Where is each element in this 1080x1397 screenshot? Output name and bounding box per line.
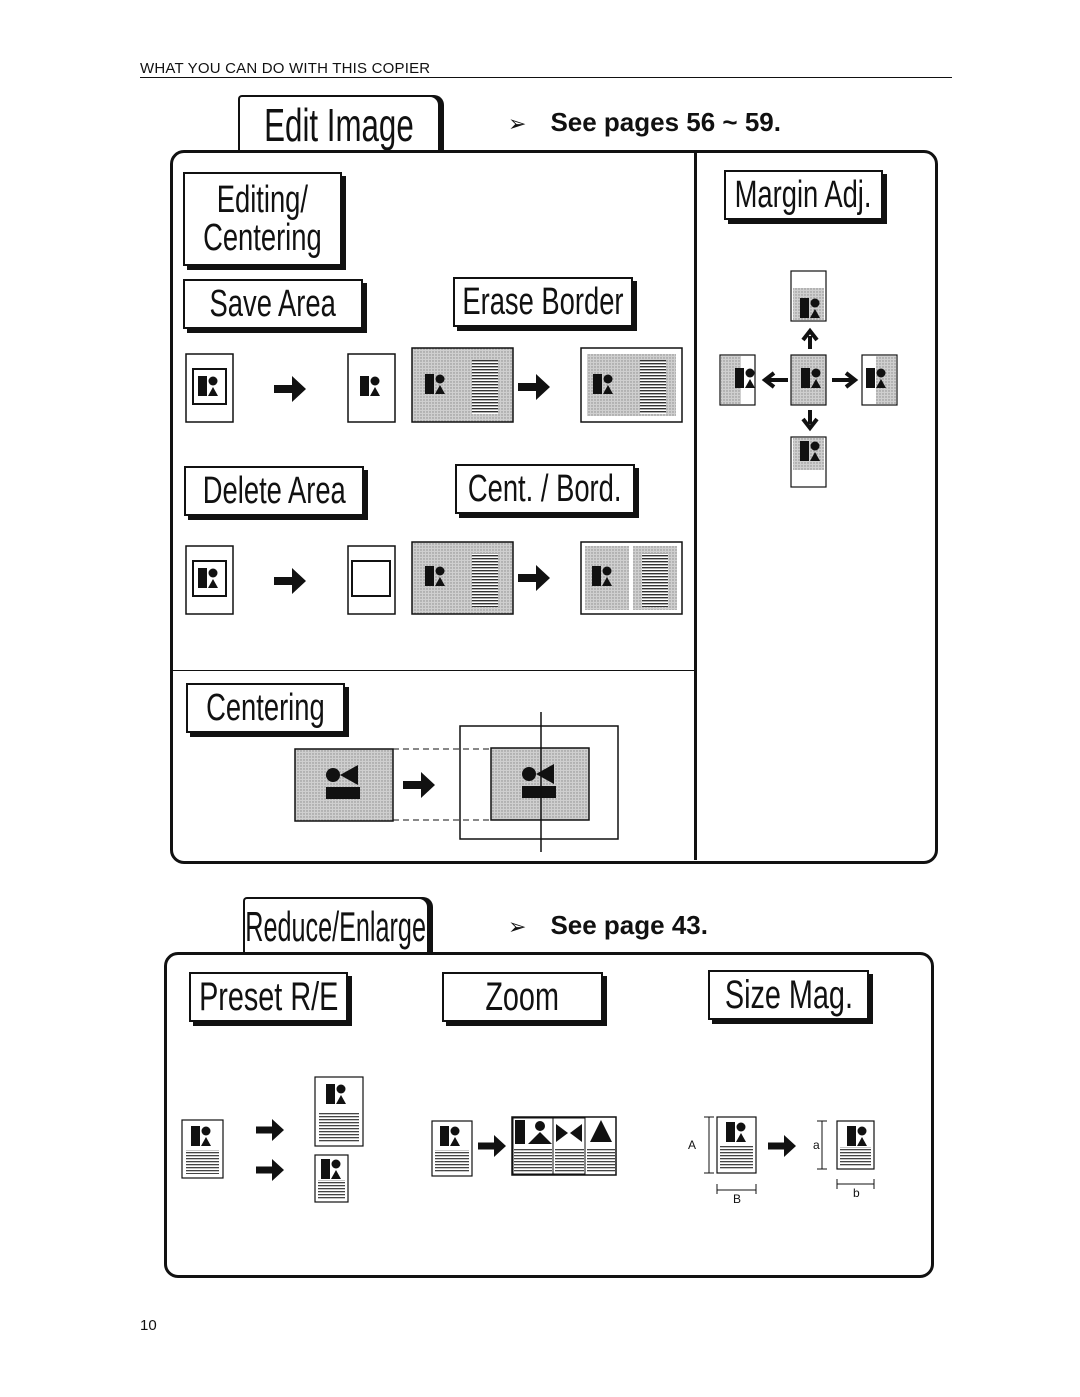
dimension-label-b: b [853, 1186, 860, 1200]
cent-bord-label: Cent. / Bord. [468, 468, 622, 510]
size-mag-label: Size Mag. [724, 973, 853, 1017]
section-header: WHAT YOU CAN DO WITH THIS COPIER [140, 60, 431, 77]
reduce-enlarge-tab-label: Reduce/Enlarge [245, 903, 427, 950]
erase-border-label: Erase Border [462, 281, 624, 323]
reduce-enlarge-tab: Reduce/Enlarge [243, 897, 429, 955]
dimension-label-a: a [813, 1138, 820, 1152]
editing-key-line1: Editing/ [216, 179, 309, 221]
right-arrow-icon [768, 1135, 796, 1157]
preset-re-example [181, 1076, 364, 1203]
erase-border-example [411, 347, 683, 423]
erase-border-key[interactable]: Erase Border [453, 277, 633, 327]
right-arrow-icon [256, 1159, 284, 1181]
zoom-key[interactable]: Zoom [442, 972, 603, 1022]
dimension-label-A: A [688, 1138, 697, 1152]
panel-divider-horizontal [173, 670, 694, 671]
margin-adj-example [719, 270, 898, 488]
left-arrow-icon [761, 371, 788, 389]
delete-area-label: Delete Area [202, 470, 346, 512]
edit-image-tab-label: Edit Image [264, 99, 414, 151]
zoom-label: Zoom [485, 975, 560, 1019]
right-arrow-icon [832, 371, 859, 389]
centering-example [294, 712, 619, 852]
centering-label: Centering [206, 687, 325, 729]
panel-divider-vertical [694, 152, 697, 860]
document-icon [347, 353, 396, 423]
up-arrow-icon [801, 327, 819, 349]
save-area-label: Save Area [209, 283, 337, 325]
header-rule [140, 77, 952, 78]
preset-re-label: Preset R/E [198, 975, 339, 1019]
save-area-example [185, 353, 396, 423]
right-arrow-icon [256, 1119, 284, 1141]
edit-image-see-pages: ➢ See pages 56 ~ 59. [508, 107, 781, 138]
pointer-arrowhead-icon: ➢ [508, 914, 527, 939]
delete-area-key[interactable]: Delete Area [184, 466, 364, 516]
editing-key-line2: Centering [203, 217, 322, 259]
see-pages-text: See pages 56 ~ 59. [550, 107, 781, 137]
down-arrow-icon [801, 410, 819, 432]
size-mag-key[interactable]: Size Mag. [708, 970, 869, 1020]
reduce-enlarge-see-page: ➢ See page 43. [508, 910, 708, 941]
cent-bord-key[interactable]: Cent. / Bord. [455, 464, 635, 514]
page-number: 10 [140, 1317, 157, 1334]
right-arrow-icon [478, 1135, 506, 1157]
edit-image-tab: Edit Image [238, 95, 440, 153]
dimension-label-B: B [733, 1192, 742, 1206]
margin-adj-key[interactable]: Margin Adj. [724, 170, 883, 220]
delete-area-example [185, 545, 396, 615]
cent-bord-example [411, 541, 683, 615]
margin-adj-label: Margin Adj. [735, 174, 872, 216]
see-page-text: See page 43. [550, 910, 708, 940]
preset-re-key[interactable]: Preset R/E [189, 972, 348, 1022]
save-area-key[interactable]: Save Area [183, 279, 363, 329]
zoom-example [431, 1116, 617, 1177]
centering-key[interactable]: Centering [186, 683, 345, 733]
pointer-arrowhead-icon: ➢ [508, 111, 527, 136]
editing-centering-key[interactable]: Editing/ Centering [183, 172, 342, 266]
size-mag-example [704, 1116, 875, 1194]
